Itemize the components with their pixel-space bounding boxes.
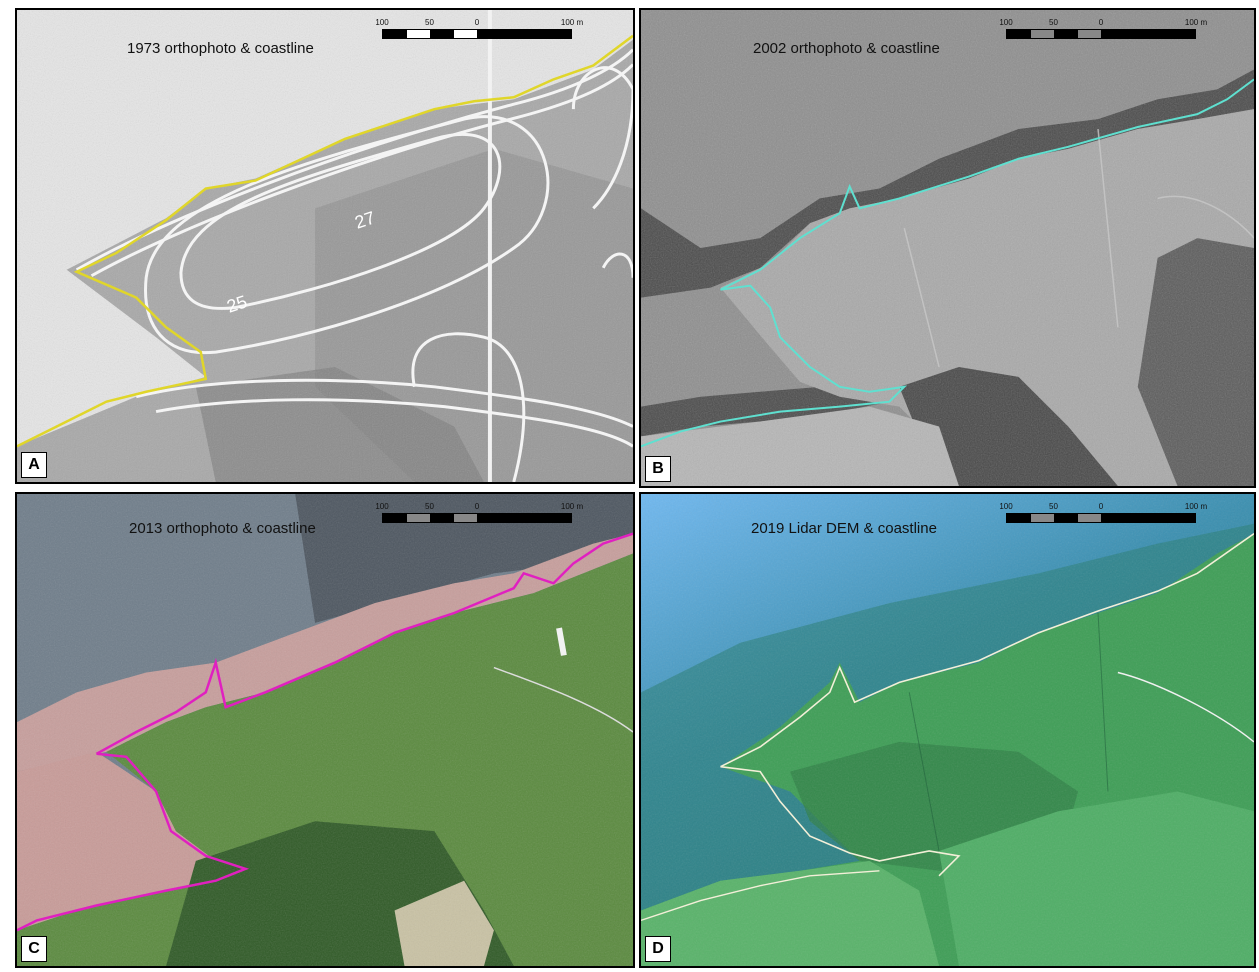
scale-label-100m: 100 m: [1184, 18, 1208, 27]
scale-bar-b: 100 50 0 100 m: [999, 18, 1207, 39]
field-ridges: [908, 612, 1109, 852]
panel-letter-a: A: [21, 452, 47, 478]
field-lines: [903, 128, 1254, 368]
coastline-2013-south: [17, 752, 250, 932]
panel-letter-c: C: [21, 936, 47, 962]
panel-b: 2002 orthophoto & coastline 100 50 0 100…: [639, 8, 1256, 488]
scale-bar-d: 100 50 0 100 m: [999, 502, 1207, 523]
coastline-2013: [95, 532, 633, 755]
white-structure: [556, 627, 567, 656]
field-track: [493, 666, 633, 733]
lidar-dem-2019: [641, 494, 1254, 966]
panel-c-title: 2013 orthophoto & coastline: [129, 520, 316, 537]
scale-label-0: 0: [1098, 18, 1104, 27]
scale-label-100: 100: [999, 18, 1013, 27]
orthophoto-1973: [17, 10, 633, 482]
scale-label-100m: 100 m: [560, 18, 584, 27]
panel-a: 27 25 1973 orthophoto & coastline 100 50…: [15, 8, 635, 484]
scale-label-0: 0: [1098, 502, 1104, 511]
panel-d: 2019 Lidar DEM & coastline 100 50 0 100 …: [639, 492, 1256, 968]
coastline-2019: [720, 533, 1254, 768]
scale-label-50: 50: [425, 18, 434, 27]
panel-a-title: 1973 orthophoto & coastline: [127, 40, 314, 57]
orthophoto-2013: [17, 494, 633, 966]
scale-label-0: 0: [474, 18, 480, 27]
scale-label-50: 50: [425, 502, 434, 511]
scale-label-50: 50: [1049, 18, 1058, 27]
coastline-2002: [720, 78, 1254, 291]
scale-bar-a: 100 50 0 100 m: [375, 18, 583, 39]
coastline-2002-south: [641, 284, 908, 448]
scale-label-0: 0: [474, 502, 480, 511]
panel-d-title: 2019 Lidar DEM & coastline: [751, 520, 937, 537]
photo-seam: [487, 10, 492, 482]
scale-label-100: 100: [999, 502, 1013, 511]
scale-label-100m: 100 m: [1184, 502, 1208, 511]
coastline-1973: [17, 34, 633, 448]
scale-label-100: 100: [375, 502, 389, 511]
scale-label-100m: 100 m: [560, 502, 584, 511]
panel-letter-b: B: [645, 456, 671, 482]
scale-label-50: 50: [1049, 502, 1058, 511]
coastline-2019-inner: [641, 870, 880, 922]
panel-letter-d: D: [645, 936, 671, 962]
panel-b-title: 2002 orthophoto & coastline: [753, 40, 940, 57]
contour-lines: [75, 48, 633, 482]
coastline-2019-south: [720, 765, 961, 877]
scale-bar-c: 100 50 0 100 m: [375, 502, 583, 523]
orthophoto-2002: [641, 10, 1254, 486]
panel-c: 2013 orthophoto & coastline 100 50 0 100…: [15, 492, 635, 968]
scale-label-100: 100: [375, 18, 389, 27]
field-track: [1117, 671, 1254, 743]
